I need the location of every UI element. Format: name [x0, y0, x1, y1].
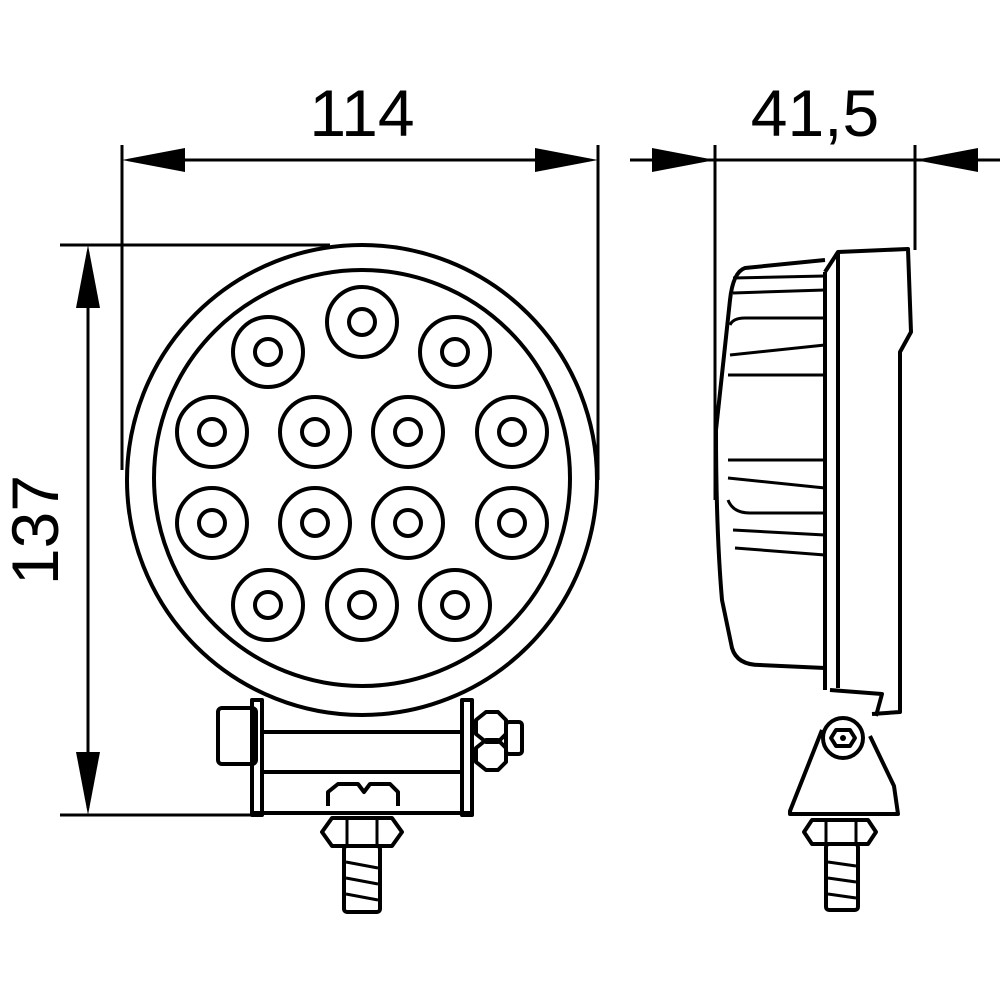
front-view [125, 243, 599, 914]
led-icon [371, 395, 445, 469]
led-icon [371, 486, 445, 560]
led-icon [175, 486, 249, 560]
arrowhead-icon [535, 148, 598, 172]
led-array [175, 285, 549, 642]
height-label: 137 [0, 475, 72, 585]
arrowhead-icon [76, 752, 100, 815]
bolt-end-icon [504, 720, 524, 756]
nut-icon [802, 818, 878, 846]
width-label: 114 [309, 76, 414, 150]
lens-side [714, 258, 826, 670]
led-icon [475, 395, 549, 469]
housing-outline [125, 243, 599, 717]
arrowhead-icon [915, 148, 978, 172]
depth-label: 41,5 [751, 76, 879, 150]
bolt-icon [342, 844, 382, 914]
lens-outline [152, 268, 572, 688]
nut-icon [474, 710, 508, 744]
led-icon [325, 285, 399, 359]
side-view [714, 247, 913, 912]
led-icon [418, 568, 492, 642]
arrowhead-icon [652, 148, 715, 172]
arrowhead-icon [76, 245, 100, 308]
width-dimension: 114 [120, 76, 600, 480]
led-icon [325, 568, 399, 642]
nut-icon [320, 816, 404, 848]
pivot-bolt-icon [821, 716, 865, 760]
led-icon [175, 395, 249, 469]
arrowhead-icon [122, 148, 185, 172]
bracket-right-plate [460, 698, 474, 817]
led-icon [278, 486, 352, 560]
height-dimension: 137 [0, 243, 330, 817]
led-icon [418, 315, 492, 389]
depth-dimension: 41,5 [630, 76, 1000, 500]
led-icon [231, 568, 305, 642]
nut-icon [474, 738, 508, 772]
led-icon [475, 486, 549, 560]
led-icon [278, 395, 352, 469]
led-icon [231, 315, 305, 389]
bolt-icon [824, 842, 860, 912]
bracket-side [788, 729, 900, 816]
nut-icon [326, 782, 400, 806]
bracket-left-cap [216, 706, 258, 766]
